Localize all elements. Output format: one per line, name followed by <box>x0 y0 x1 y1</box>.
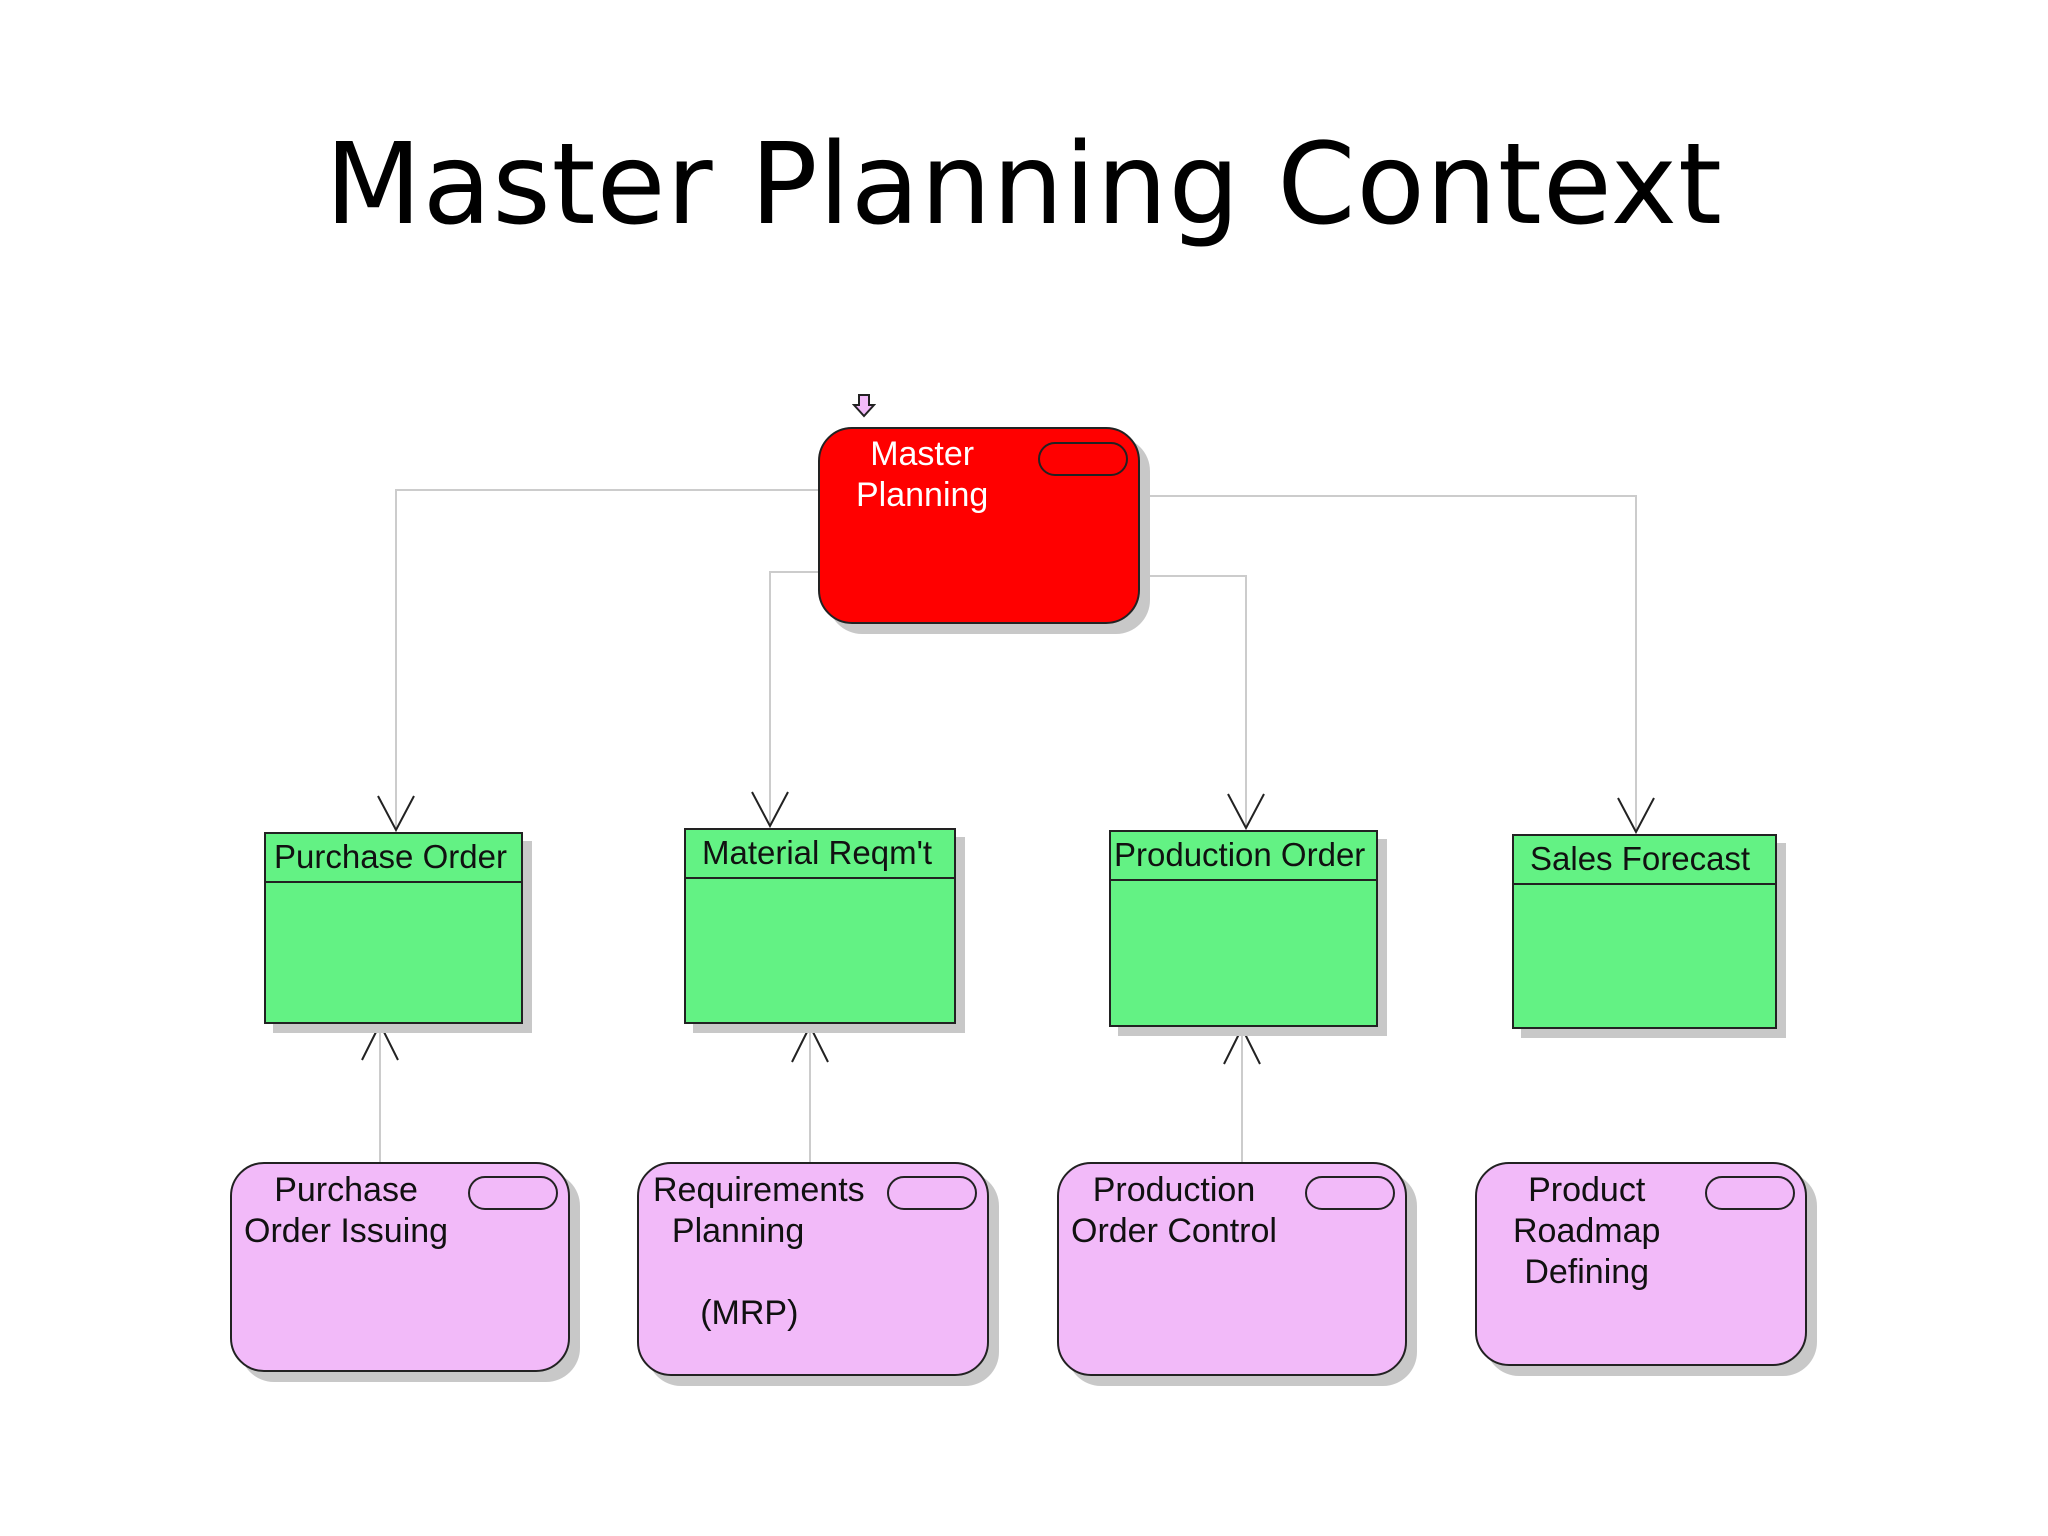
entity-label: Material Reqm't <box>702 834 933 871</box>
down-arrow-icon <box>852 394 876 418</box>
activity-production-order-control[interactable]: Production Order Control <box>1057 1162 1407 1376</box>
entity-header <box>686 830 954 879</box>
activity-label: Master Planning <box>856 435 989 514</box>
entity-header <box>1514 836 1775 885</box>
entity-label: Production Order <box>1114 836 1366 873</box>
activity-pill-icon <box>1305 1176 1395 1210</box>
activity-label: Purchase Order Issuing <box>244 1171 449 1250</box>
activity-product-roadmap-defining[interactable]: Product Roadmap Defining <box>1475 1162 1807 1366</box>
entity-material-reqmt[interactable]: Material Reqm't <box>684 828 956 1024</box>
activity-pill-icon <box>887 1176 977 1210</box>
activity-purchase-order-issuing[interactable]: Purchase Order Issuing <box>230 1162 570 1372</box>
entity-label: Sales Forecast <box>1530 840 1751 877</box>
activity-label: Requirements Planning (MRP) <box>653 1171 865 1332</box>
connector-mrp-to-material-reqmt <box>791 1023 829 1162</box>
entity-purchase-order[interactable]: Purchase Order <box>264 832 523 1024</box>
connector-master-to-production-order <box>1140 575 1265 831</box>
activity-label: Product Roadmap Defining <box>1513 1171 1661 1291</box>
connector-po-issuing-to-purchase-order <box>361 1021 399 1162</box>
activity-label: Production Order Control <box>1071 1171 1277 1250</box>
page-title: Master Planning Context <box>325 120 1723 250</box>
activity-pill-icon <box>468 1176 558 1210</box>
entity-production-order[interactable]: Production Order <box>1109 830 1378 1027</box>
entity-label: Purchase Order <box>274 838 507 875</box>
entity-sales-forecast[interactable]: Sales Forecast <box>1512 834 1777 1029</box>
activity-pill-icon <box>1705 1176 1795 1210</box>
connector-master-to-material-reqmt <box>751 571 818 829</box>
connector-master-to-sales-forecast <box>1140 495 1655 835</box>
connector-poc-to-production-order <box>1223 1025 1261 1162</box>
activity-pill-icon <box>1038 442 1128 476</box>
activity-master-planning[interactable]: Master Planning <box>818 427 1140 624</box>
entity-header <box>1111 832 1376 881</box>
connector-master-to-purchase-order <box>377 489 818 833</box>
entity-header <box>266 834 521 883</box>
activity-requirements-planning[interactable]: Requirements Planning (MRP) <box>637 1162 989 1376</box>
